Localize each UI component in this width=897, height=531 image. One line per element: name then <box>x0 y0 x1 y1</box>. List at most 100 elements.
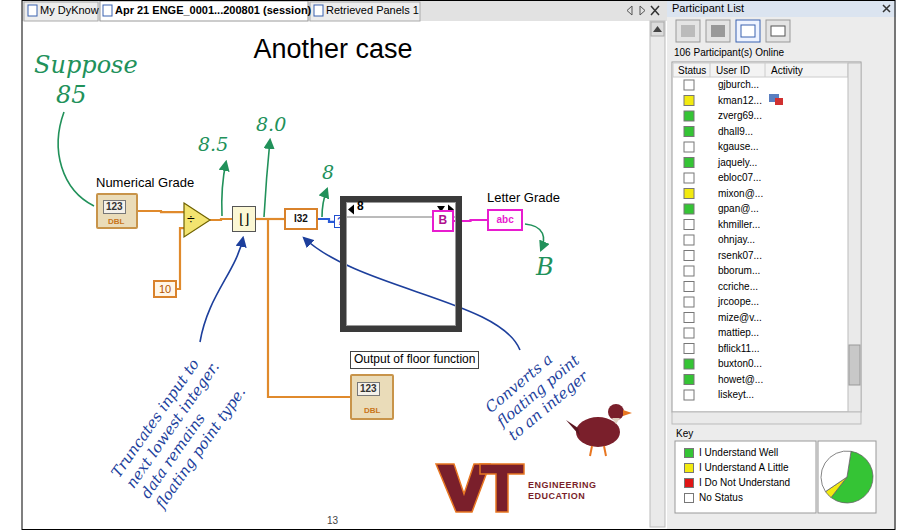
user-id: ccriche... <box>718 281 758 293</box>
case-structure: 8B <box>340 196 462 332</box>
status-squares <box>684 80 694 400</box>
column-header: Activity <box>771 65 803 77</box>
user-id: rsenk07... <box>718 250 762 262</box>
participant-panel <box>676 20 700 42</box>
legend-entry: I Do Not Understand <box>684 477 812 489</box>
user-id: liskeyt... <box>718 389 754 401</box>
handwritten-value: 8 <box>322 162 334 184</box>
tab-bar <box>28 5 37 16</box>
handwritten-note: Truncates input to next lowest integer. … <box>107 348 252 512</box>
indicator-label: Letter Grade <box>487 191 560 206</box>
legend-entry: No Status <box>684 492 812 504</box>
participant-panel <box>710 63 765 77</box>
legend-text: I Do Not Understand <box>699 477 790 489</box>
case-selector <box>348 205 354 215</box>
column-header: Status <box>678 65 706 77</box>
participant-panel <box>883 5 890 12</box>
online-count: 106 Participant(s) Online <box>674 47 784 59</box>
case-selector-value: 8 <box>357 200 364 214</box>
column-header: User ID <box>716 65 750 77</box>
tab-bar <box>103 5 112 16</box>
legend-text: I Understand Well <box>699 447 778 459</box>
tab-bar <box>627 6 632 15</box>
user-id: khmiller... <box>718 219 760 231</box>
status-squares <box>684 375 694 385</box>
handwritten-note: Suppose <box>34 52 138 80</box>
participant-panel <box>741 25 755 37</box>
status-squares <box>684 80 694 90</box>
legend-text: No Status <box>699 492 743 504</box>
status-squares <box>684 220 694 230</box>
type-glyph: 123 <box>357 382 380 396</box>
panel-title: Participant List <box>672 2 744 15</box>
constant-value: B <box>439 214 448 228</box>
type-name: I32 <box>294 213 308 225</box>
status-squares <box>684 96 694 106</box>
user-id: ohnjay... <box>718 234 755 246</box>
wire <box>138 211 184 212</box>
wire <box>454 220 487 221</box>
hokie-bird <box>576 417 620 447</box>
participant-panel <box>736 20 760 42</box>
wire <box>256 219 350 397</box>
tab-bar <box>22 0 667 21</box>
divide-function: ÷ <box>184 203 210 237</box>
handwritten-value: B <box>536 254 554 282</box>
status-squares <box>684 142 694 152</box>
tab-bar <box>640 6 645 15</box>
tab-bar <box>22 0 667 21</box>
status-squares <box>684 328 694 338</box>
participant-panel <box>711 25 725 37</box>
status-squares <box>684 235 694 245</box>
status-squares <box>684 297 694 307</box>
handwritten-arrow <box>200 238 243 342</box>
hokie-bird <box>566 420 580 436</box>
floor-function: ⌊⌋ <box>232 206 256 232</box>
wire <box>177 228 184 289</box>
operator-symbol: ⌊⌋ <box>239 211 249 227</box>
indicator-label: Output of floor function <box>350 351 479 369</box>
data-type: DBL <box>364 406 380 415</box>
key-heading: Key <box>676 428 693 440</box>
user-id: gjburch... <box>718 79 759 91</box>
divide-triangle <box>184 203 210 237</box>
user-id: zverg69... <box>718 110 762 122</box>
user-id: mattiep... <box>718 327 759 339</box>
participant-panel <box>848 63 861 412</box>
slide-title: Another case <box>254 34 413 65</box>
status-squares <box>684 266 694 276</box>
conversion-function: I32 <box>284 208 318 230</box>
user-id: mize@v... <box>718 312 762 324</box>
handwritten-arrow <box>304 238 520 350</box>
vt-logo <box>480 464 524 512</box>
user-id: dhall9... <box>718 126 753 138</box>
selector-terminal: ? <box>334 215 346 228</box>
participant-panel <box>673 63 848 77</box>
status-squares <box>684 127 694 137</box>
tab-bar <box>24 2 98 21</box>
data-type: DBL <box>108 217 124 226</box>
control-label: Numerical Grade <box>96 176 194 191</box>
string-indicator: Letter Gradeabc <box>487 209 523 231</box>
hokie-bird <box>566 404 632 456</box>
slide-scrollbar <box>650 21 665 527</box>
status-squares <box>684 282 694 292</box>
participant-panel <box>672 62 861 412</box>
user-id: kman12... <box>718 95 762 107</box>
slide-scrollbar <box>650 21 665 527</box>
legend-entry: I Understand Well <box>684 447 812 459</box>
handwritten-note: 85 <box>56 82 87 110</box>
logo-text: ENGINEERING EDUCATION <box>528 480 608 502</box>
status-squares <box>684 313 694 323</box>
type-glyph: abc <box>497 214 514 226</box>
participant-panel <box>667 0 896 529</box>
pie-chart <box>821 451 873 503</box>
legend-swatch <box>684 478 694 488</box>
participant-panel <box>672 412 861 424</box>
string-constant: B <box>432 210 454 232</box>
tab-label: Apr 21 ENGE_0001...200801 (session) <box>115 4 311 17</box>
participant-panel <box>675 441 816 513</box>
operator-symbol: ÷ <box>187 211 195 227</box>
status-squares <box>684 344 694 354</box>
legend-swatch <box>684 463 694 473</box>
